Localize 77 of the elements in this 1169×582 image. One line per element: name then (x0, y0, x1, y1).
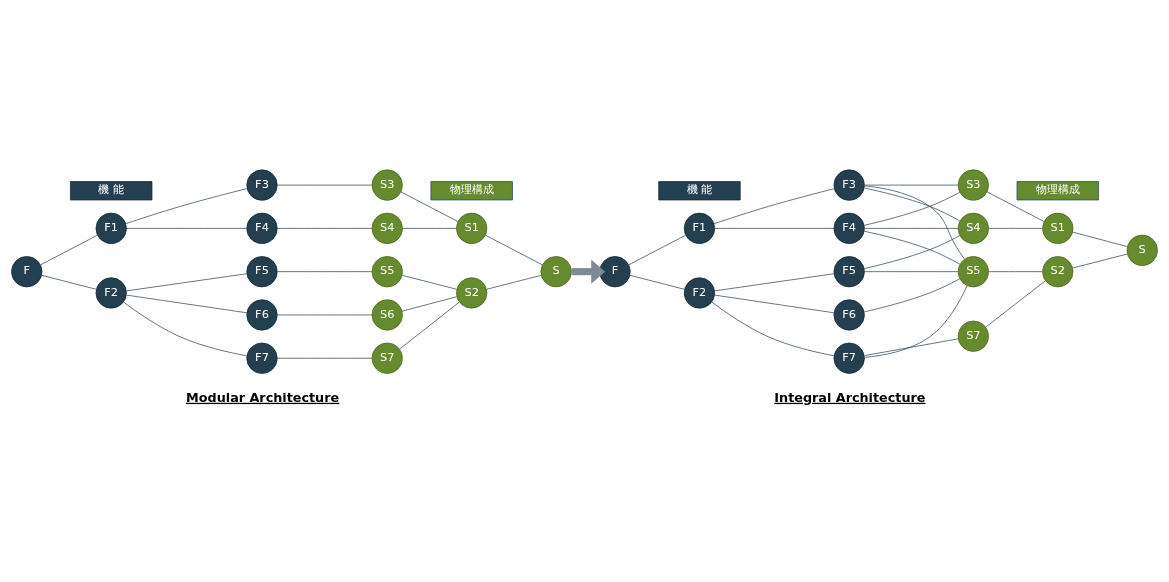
connector (126, 294, 248, 314)
node-circle: F (599, 256, 631, 288)
node-circle: F1 (683, 212, 716, 244)
node-box: 物理構成 (430, 181, 513, 201)
node-circle: F6 (833, 299, 865, 331)
connector (400, 191, 459, 222)
node-circle: F7 (246, 342, 278, 374)
connector (401, 296, 458, 312)
connector (1072, 231, 1128, 247)
node-circle: F3 (246, 169, 278, 201)
connector (277, 314, 373, 316)
connector (277, 357, 373, 359)
node-circle: S5 (957, 256, 989, 288)
connector (864, 285, 968, 358)
node-circle: S7 (371, 342, 403, 374)
connector (485, 234, 543, 266)
connector (126, 228, 247, 229)
connector (40, 234, 98, 266)
connector (125, 188, 248, 225)
node-box: 機 能 (70, 181, 153, 201)
label: Modular Architecture (186, 389, 340, 405)
connector (1072, 253, 1128, 269)
connector (402, 228, 457, 229)
node-circle: S5 (371, 256, 403, 288)
connector (399, 301, 460, 350)
connector (864, 184, 959, 186)
connector (277, 228, 373, 229)
node-circle: S2 (456, 277, 488, 309)
connector (486, 275, 542, 290)
node-circle: S7 (957, 320, 989, 352)
node-circle: S3 (371, 169, 403, 201)
node-circle: S1 (1042, 212, 1074, 244)
node-box: 機 能 (658, 181, 741, 201)
connector (713, 188, 835, 225)
connector (277, 271, 373, 272)
node-circle: F5 (246, 256, 278, 288)
node-circle: S (540, 256, 572, 288)
node-circle: S6 (371, 299, 403, 331)
node-circle: F4 (833, 212, 865, 244)
connector (714, 294, 835, 314)
connector (863, 278, 961, 313)
connector (864, 228, 959, 229)
connector (126, 273, 248, 292)
node-circle: F1 (95, 212, 127, 244)
connector (985, 280, 1046, 328)
connector (277, 184, 373, 186)
connector (864, 271, 959, 272)
node-circle: S3 (957, 169, 989, 201)
node-circle: F4 (246, 212, 278, 244)
connector (864, 338, 959, 356)
connector (628, 234, 686, 266)
connector (988, 228, 1043, 229)
node-circle: S (1126, 234, 1158, 266)
node-circle: F5 (833, 256, 865, 288)
label: Integral Architecture (774, 389, 926, 405)
connector (711, 301, 835, 357)
connector (629, 274, 685, 290)
connector (864, 185, 965, 260)
node-circle: F2 (683, 277, 716, 309)
connector (714, 273, 835, 292)
node-circle: F6 (246, 299, 278, 331)
connector (123, 301, 248, 357)
node-circle: F7 (833, 342, 865, 374)
connector (988, 271, 1043, 272)
node-circle: S4 (371, 212, 403, 244)
node-circle: S2 (1042, 256, 1074, 288)
node-box: 物理構成 (1016, 181, 1099, 201)
connector (401, 274, 457, 290)
node-circle: F3 (833, 169, 865, 201)
node-circle: F (11, 256, 43, 288)
node-circle: F2 (95, 277, 127, 309)
connector (714, 228, 835, 229)
connector (986, 191, 1045, 222)
node-circle: S1 (456, 212, 488, 244)
node-circle: S4 (957, 212, 989, 244)
connector (41, 274, 97, 290)
arrow (571, 259, 606, 284)
